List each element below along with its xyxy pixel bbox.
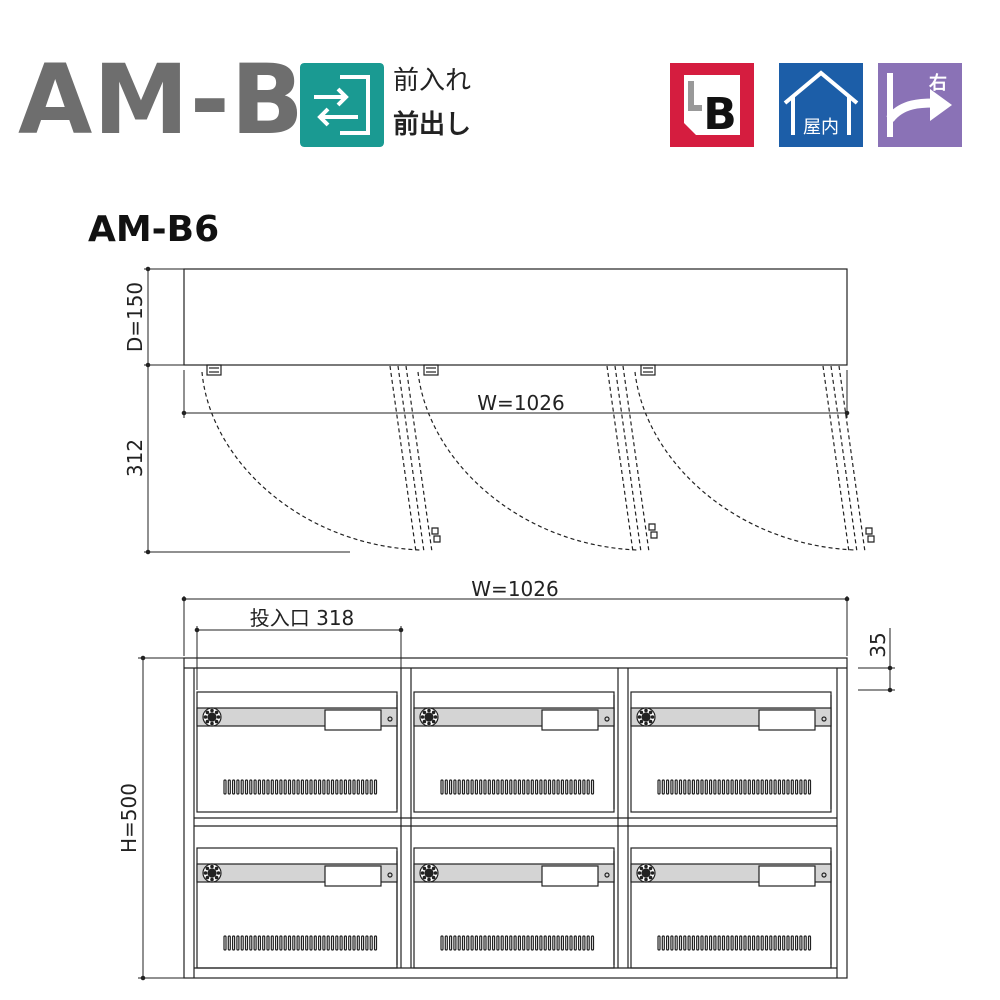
dial-lock-icon bbox=[636, 707, 656, 727]
name-plate bbox=[758, 865, 816, 887]
vent-slots bbox=[440, 935, 595, 951]
mailbox-door-4 bbox=[196, 847, 398, 969]
name-plate bbox=[541, 865, 599, 887]
dial-lock-icon bbox=[419, 863, 439, 883]
door-latch bbox=[821, 872, 827, 878]
vent-slots bbox=[657, 779, 812, 795]
dial-lock-icon bbox=[202, 863, 222, 883]
door-latch bbox=[387, 716, 393, 722]
front-view bbox=[183, 657, 848, 979]
front-insert-label: 前入れ bbox=[393, 66, 472, 96]
front-in-out-icon bbox=[300, 63, 384, 147]
vent-slots bbox=[657, 935, 812, 951]
height-dimension-label: H=500 bbox=[117, 783, 141, 853]
model-title: AM-B6 bbox=[88, 209, 220, 250]
cabinet-outline bbox=[183, 657, 848, 979]
front-view-dimensions bbox=[138, 596, 895, 981]
top-view bbox=[183, 268, 875, 553]
top-width-dimension-label: W=1026 bbox=[477, 391, 564, 415]
door-latch bbox=[387, 872, 393, 878]
top-gap-dimension-label: 35 bbox=[866, 632, 890, 657]
dial-lock-icon bbox=[419, 707, 439, 727]
series-title: AM-B bbox=[18, 44, 305, 156]
dial-lock-icon bbox=[202, 707, 222, 727]
mailbox-door-1 bbox=[196, 691, 398, 813]
vent-slots bbox=[223, 779, 378, 795]
slot-dimension-label: 投入口 318 bbox=[250, 606, 355, 630]
indoor-badge-label: 屋内 bbox=[803, 117, 839, 138]
dial-lock-icon bbox=[636, 863, 656, 883]
door-latch bbox=[604, 716, 610, 722]
name-plate bbox=[324, 709, 382, 731]
vent-slots bbox=[440, 779, 595, 795]
mailbox-door-3 bbox=[630, 691, 832, 813]
name-plate bbox=[541, 709, 599, 731]
hinge-knob-3 bbox=[640, 364, 656, 376]
name-plate bbox=[324, 865, 382, 887]
mailbox-door-6 bbox=[630, 847, 832, 969]
top-view-dimensions bbox=[144, 266, 850, 555]
depth-dimension-label: D=150 bbox=[123, 282, 147, 352]
hinge-knob-2 bbox=[423, 364, 439, 376]
front-remove-label: 前出し bbox=[393, 110, 472, 140]
swing-dimension-label: 312 bbox=[123, 439, 147, 477]
hinge-knob-1 bbox=[206, 364, 222, 376]
right-badge-label: 右 bbox=[929, 72, 947, 94]
front-width-dimension-label: W=1026 bbox=[471, 577, 558, 601]
lock-b-badge-letter: B bbox=[703, 89, 737, 140]
top-view-body bbox=[183, 268, 848, 366]
indoor-house-icon: 屋内 bbox=[779, 63, 863, 147]
vent-slots bbox=[223, 935, 378, 951]
lock-b-badge-icon: B bbox=[670, 63, 754, 147]
door-latch bbox=[821, 716, 827, 722]
right-hinge-icon: 右 bbox=[878, 63, 962, 147]
mailbox-door-2 bbox=[413, 691, 615, 813]
mailbox-door-5 bbox=[413, 847, 615, 969]
door-latch bbox=[604, 872, 610, 878]
name-plate bbox=[758, 709, 816, 731]
door-swings bbox=[201, 365, 866, 553]
